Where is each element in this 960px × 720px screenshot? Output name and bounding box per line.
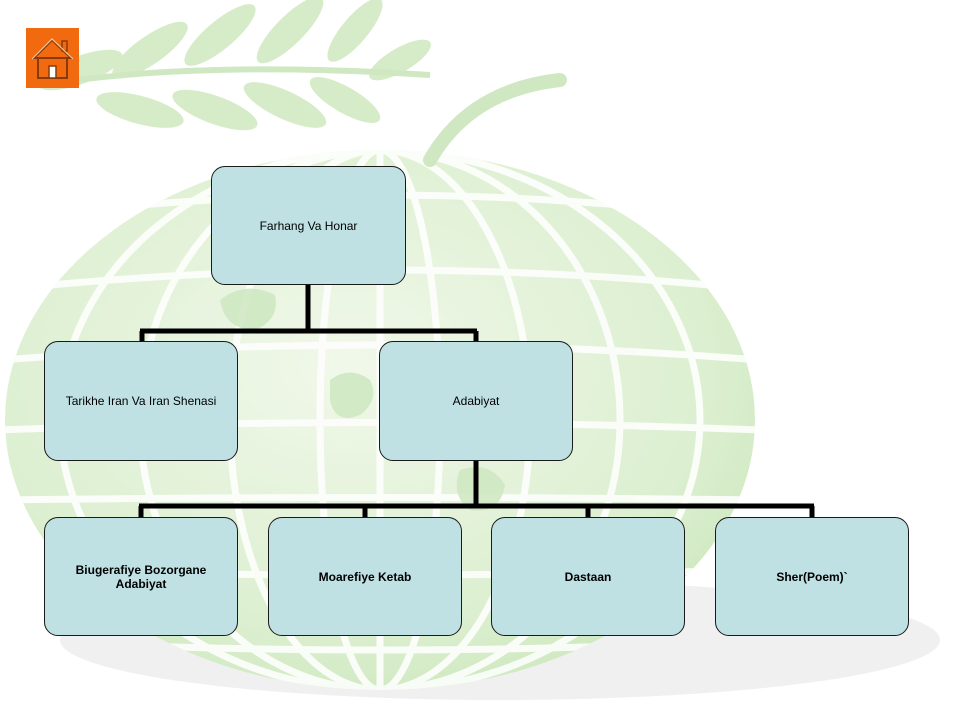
node-label: Biugerafiye Bozorgane Adabiyat xyxy=(75,562,207,591)
node-adabiyat[interactable]: Adabiyat xyxy=(379,341,573,461)
node-moarefiye-ketab[interactable]: Moarefiye Ketab xyxy=(268,517,462,636)
node-label: Moarefiye Ketab xyxy=(318,569,412,584)
node-label: Tarikhe Iran Va Iran Shenasi xyxy=(65,394,217,408)
node-label: Sher(Poem)` xyxy=(776,569,848,584)
node-biugerafiye[interactable]: Biugerafiye Bozorgane Adabiyat xyxy=(44,517,238,636)
home-button[interactable] xyxy=(26,28,79,88)
node-label: Adabiyat xyxy=(452,394,500,408)
node-sher-poem[interactable]: Sher(Poem)` xyxy=(715,517,909,636)
node-dastaan[interactable]: Dastaan xyxy=(491,517,685,636)
node-label: Dastaan xyxy=(564,569,612,584)
house-icon xyxy=(31,38,74,79)
wheat-icon xyxy=(37,0,567,167)
node-label: Farhang Va Honar xyxy=(259,218,358,233)
node-farhang-va-honar[interactable]: Farhang Va Honar xyxy=(211,166,406,285)
node-tarikhe-iran[interactable]: Tarikhe Iran Va Iran Shenasi xyxy=(44,341,238,461)
